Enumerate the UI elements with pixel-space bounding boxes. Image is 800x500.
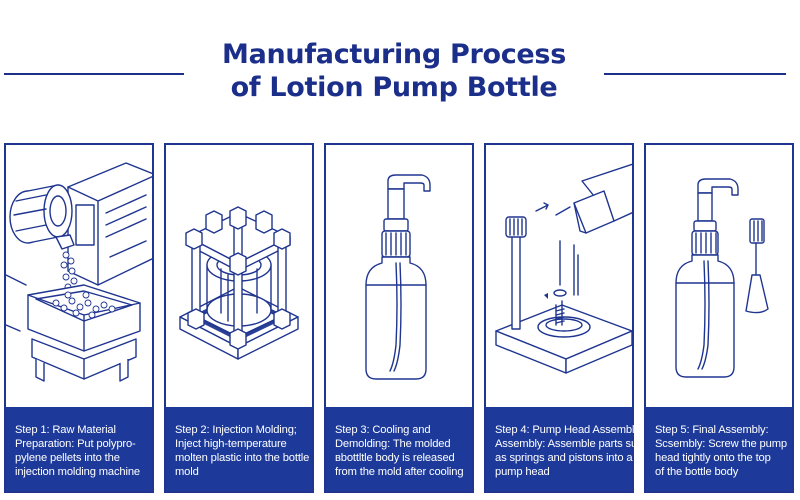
injection-machine-hopper-illustration	[6, 162, 152, 382]
title-rule-left	[4, 73, 184, 75]
step-2-panel: Step 2: Injection Molding; Inject high-t…	[164, 143, 314, 493]
mold-frame-illustration	[179, 206, 299, 360]
step-1-panel: Step 1: Raw Material Preparation: Put po…	[4, 143, 154, 493]
page-title: Manufacturing Process of Lotion Pump Bot…	[190, 38, 598, 104]
step-5-panel: Step 5: Final Assembly: Scsembly: Screw …	[644, 143, 794, 493]
caption-line: Step 1: Raw Material	[15, 424, 116, 436]
step-1-caption: Step 1: Raw Material Preparation: Put po…	[6, 407, 152, 491]
step-4-caption: Step 4: Pump Head Assembly: Assembly: As…	[486, 407, 649, 491]
caption-line: from the mold after cooling	[335, 466, 464, 478]
final-assembly-illustration	[675, 178, 769, 378]
caption-line: Scsembly: Screw the pump	[655, 438, 787, 450]
title-rule-right	[604, 73, 786, 75]
step-4-panel: Step 4: Pump Head Assembly: Assembly: As…	[484, 143, 649, 493]
pump-bottle-illustration	[365, 174, 431, 380]
caption-line: Step 2: Injection Molding;	[175, 424, 297, 436]
step-3-panel: Step 3: Cooling and Demolding: The molde…	[324, 143, 474, 493]
caption-line: pump head	[495, 466, 550, 478]
caption-line: Assembly: Assemble parts such	[495, 438, 649, 450]
caption-line: molten plastic into the bottle	[175, 452, 310, 464]
title-line-2: of Lotion Pump Bottle	[230, 72, 558, 103]
caption-line: Step 4: Pump Head Assembly:	[495, 424, 643, 436]
step-2-caption: Step 2: Injection Molding; Inject high-t…	[166, 407, 312, 491]
caption-line: Step 3: Cooling and	[335, 424, 431, 436]
caption-line: вbottltle body is released	[335, 452, 455, 464]
caption-line: mold	[175, 466, 199, 478]
caption-line: head tightly onto the top	[655, 452, 771, 464]
step-5-caption: Step 5: Final Assembly: Scsembly: Screw …	[646, 407, 792, 491]
caption-line: as springs and pistons into a	[495, 452, 633, 464]
caption-line: of the bottle body	[655, 466, 739, 478]
caption-line: pylene pellets into the	[15, 452, 120, 464]
caption-line: Demolding: The molded	[335, 438, 451, 450]
step-3-caption: Step 3: Cooling and Demolding: The molde…	[326, 407, 472, 491]
pump-parts-assembly-illustration	[495, 163, 632, 374]
caption-line: Step 5: Final Assembly:	[655, 424, 769, 436]
title-line-1: Manufacturing Process	[222, 39, 566, 70]
caption-line: Inject high-temperature	[175, 438, 287, 450]
caption-line: injection molding machine	[15, 466, 140, 478]
caption-line: Preparation: Put polypro-	[15, 438, 136, 450]
